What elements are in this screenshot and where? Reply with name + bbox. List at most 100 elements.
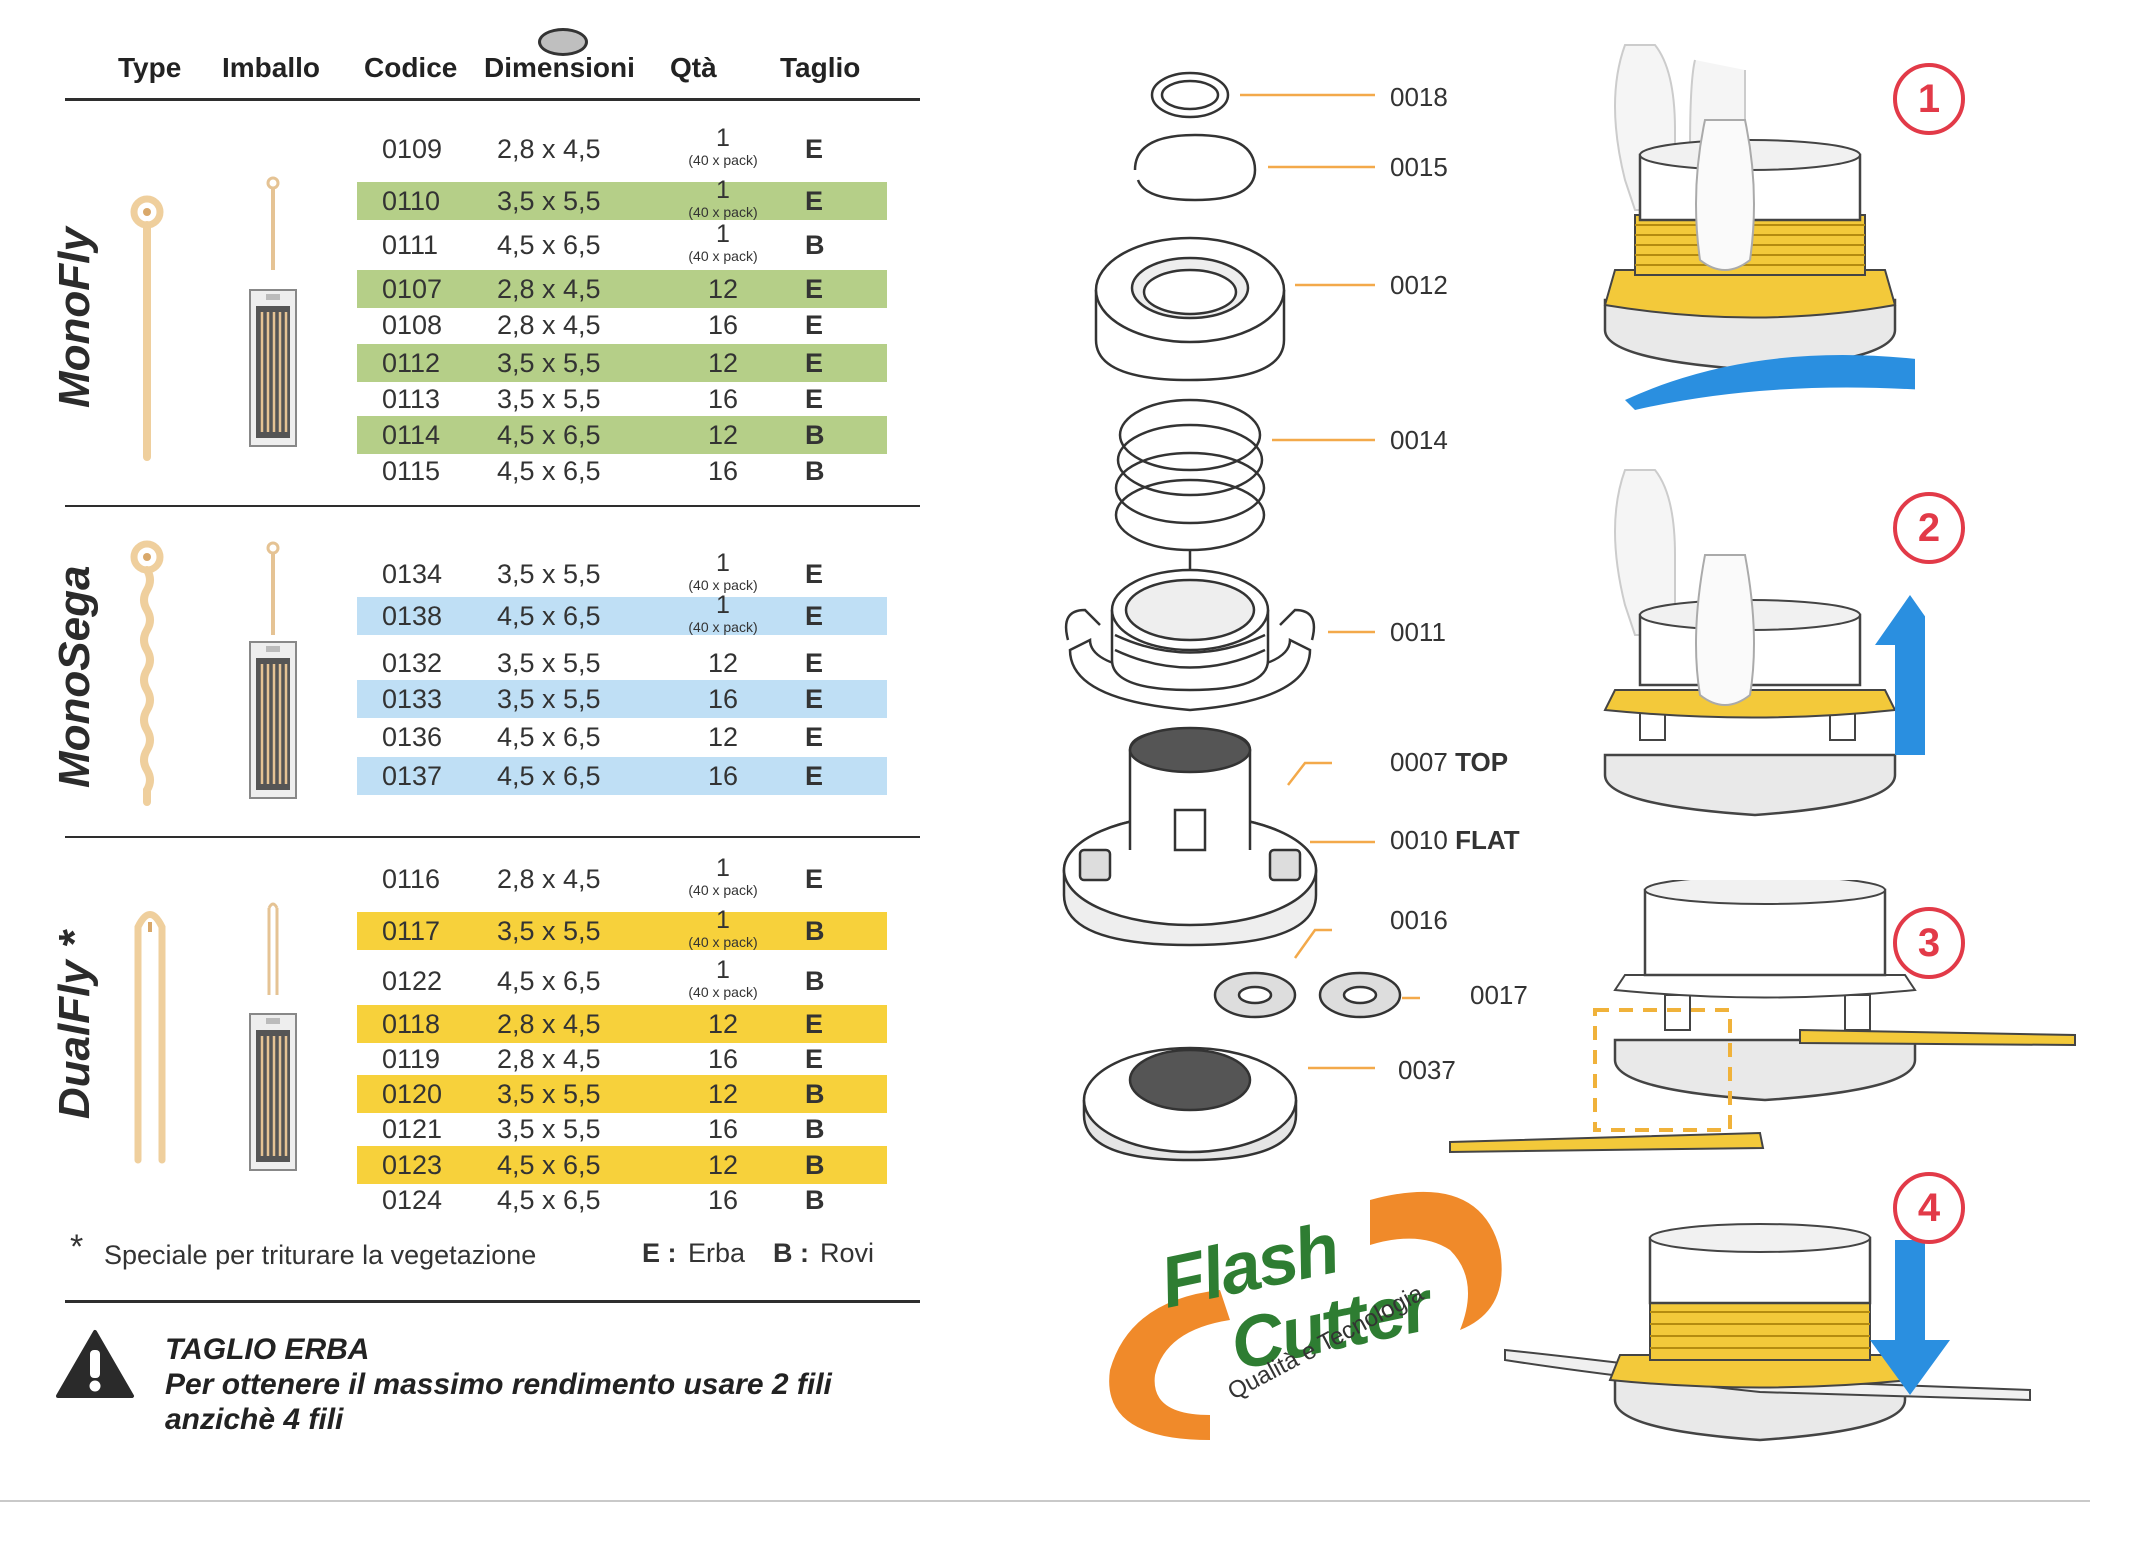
row-quantity: 12 xyxy=(707,722,739,752)
row-code: 0133 xyxy=(382,684,443,714)
blister-pack-icon xyxy=(249,289,297,447)
row-cut-type: E xyxy=(805,1009,824,1039)
logo-swoosh-icon xyxy=(1109,1191,1502,1440)
single-line-pack-icon xyxy=(266,541,280,635)
row-code: 0118 xyxy=(382,1009,441,1039)
row-code: 0110 xyxy=(382,186,441,216)
row-dimensions: 3,5 x 5,5 xyxy=(497,348,601,378)
row-code: 0137 xyxy=(382,761,443,791)
header-imballo: Imballo xyxy=(222,52,321,83)
step-badge-2: 2 xyxy=(1893,492,1965,564)
row-dimensions: 2,8 x 4,5 xyxy=(497,274,601,304)
monosega-line-icon xyxy=(130,540,164,806)
part-label-0012: 0012 xyxy=(1390,270,1448,300)
row-dimensions: 4,5 x 6,5 xyxy=(497,1150,601,1180)
footnote-text: Speciale per triturare la vegetazione xyxy=(104,1240,537,1270)
row-quantity: 12 xyxy=(707,420,739,450)
warning-title: TAGLIO ERBA xyxy=(165,1333,370,1366)
row-code: 0119 xyxy=(382,1044,441,1074)
row-cut-type: B xyxy=(805,1114,825,1144)
row-cut-type: B xyxy=(805,420,825,450)
header-qta: Qtà xyxy=(670,52,717,83)
row-qty-value: 1 xyxy=(716,956,730,984)
row-cut-type: E xyxy=(805,648,824,678)
row-cut-type: B xyxy=(805,1079,825,1109)
row-code: 0138 xyxy=(382,601,443,631)
section-label-dualfly: DualFly * xyxy=(50,930,99,1120)
row-pack-note: (40 x pack) xyxy=(688,152,758,168)
row-code: 0113 xyxy=(382,384,441,414)
row-dimensions: 2,8 x 4,5 xyxy=(497,1044,601,1074)
single-line-pack-icon xyxy=(267,902,279,995)
legend-b-key: B : xyxy=(773,1238,809,1268)
row-dimensions: 2,8 x 4,5 xyxy=(497,864,601,894)
row-pack-note: (40 x pack) xyxy=(688,204,758,220)
page-bottom-line xyxy=(0,1500,2090,1502)
row-dimensions: 4,5 x 6,5 xyxy=(497,722,601,752)
dualfly-line-icon xyxy=(134,911,166,1164)
row-quantity: 16 xyxy=(707,310,739,340)
row-qty-value: 1 xyxy=(716,549,730,577)
row-code: 0136 xyxy=(382,722,443,752)
legend-e-value: Erba xyxy=(688,1238,746,1268)
row-pack-note: (40 x pack) xyxy=(688,619,758,635)
row-cut-type: E xyxy=(805,186,824,216)
row-qty-value: 1 xyxy=(716,220,730,248)
row-code: 0123 xyxy=(382,1150,443,1180)
legend-b-value: Rovi xyxy=(820,1238,875,1268)
row-cut-type: E xyxy=(805,684,824,714)
row-code: 0107 xyxy=(382,274,443,304)
header-taglio: Taglio xyxy=(780,52,861,83)
step2-illustration xyxy=(1603,469,1925,817)
row-cut-type: E xyxy=(805,722,824,752)
row-quantity: 16 xyxy=(707,761,739,791)
footnote-star: * xyxy=(70,1228,84,1266)
row-dimensions: 3,5 x 5,5 xyxy=(497,684,601,714)
row-dimensions: 3,5 x 5,5 xyxy=(497,648,601,678)
row-code: 0124 xyxy=(382,1185,443,1215)
section-divider xyxy=(65,836,920,838)
warning-text: Per ottenere il massimo rendimento usare… xyxy=(165,1368,832,1436)
part-label-0011: 0011 xyxy=(1390,617,1446,647)
row-quantity: 16 xyxy=(707,456,739,486)
row-code: 0108 xyxy=(382,310,443,340)
row-cut-type: E xyxy=(805,310,824,340)
row-quantity: 12 xyxy=(707,274,739,304)
row-quantity: 16 xyxy=(707,1044,739,1074)
row-code: 0134 xyxy=(382,559,443,589)
part-label-0015: 0015 xyxy=(1390,152,1448,182)
header-codice: Codice xyxy=(364,52,458,83)
part-label-0010: 0010 FLAT xyxy=(1390,825,1520,855)
section-label-monofly: MonoFly xyxy=(50,227,99,408)
row-dimensions: 4,5 x 6,5 xyxy=(497,601,601,631)
row-code: 0109 xyxy=(382,134,443,164)
row-qty-value: 1 xyxy=(716,854,730,882)
row-pack-note: (40 x pack) xyxy=(688,577,758,593)
row-quantity: 12 xyxy=(707,1009,739,1039)
step-badge-4: 4 xyxy=(1893,1172,1965,1244)
row-dimensions: 4,5 x 6,5 xyxy=(497,761,601,791)
row-cut-type: E xyxy=(805,559,824,589)
step1-illustration xyxy=(1603,44,1915,410)
row-pack-note: (40 x pack) xyxy=(688,882,758,898)
row-cut-type: E xyxy=(805,274,824,304)
header-divider xyxy=(65,98,920,101)
row-code: 0121 xyxy=(382,1114,443,1144)
monofly-line-icon xyxy=(130,195,164,461)
row-quantity: 12 xyxy=(707,1079,739,1109)
row-code: 0114 xyxy=(382,420,441,450)
row-pack-note: (40 x pack) xyxy=(688,248,758,264)
row-cut-type: E xyxy=(805,134,824,164)
row-dimensions: 3,5 x 5,5 xyxy=(497,384,601,414)
